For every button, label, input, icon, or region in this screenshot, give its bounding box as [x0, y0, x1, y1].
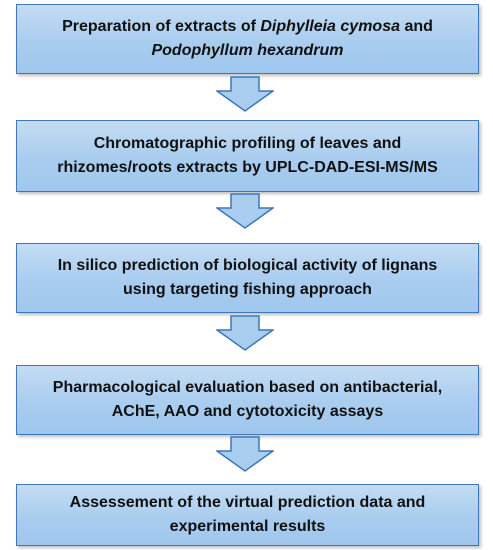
- step-text-run: experimental results: [169, 518, 326, 535]
- step-text-line: rhizomes/roots extracts by UPLC-DAD-ESI-…: [57, 156, 438, 180]
- down-arrow-icon-shape: [216, 436, 274, 472]
- step-text-run: rhizomes/roots extracts by UPLC-DAD-ESI-…: [57, 159, 438, 176]
- step-text-1: Preparation of extracts of Diphylleia cy…: [48, 15, 447, 63]
- step-text-line: AChE, AAO and cytotoxicity assays: [53, 400, 442, 424]
- down-arrow-icon-shape: [216, 193, 274, 229]
- step-text-line: Assessement of the virtual prediction da…: [70, 491, 426, 515]
- down-arrow-icon-shape: [216, 315, 274, 351]
- step-text-line: Pharmacological evaluation based on anti…: [53, 376, 442, 400]
- step-text-italic-run: Podophyllum hexandrum: [151, 42, 344, 59]
- step-text-run: AChE, AAO and cytotoxicity assays: [111, 403, 384, 420]
- step-text-italic-run: Diphylleia cymosa: [260, 18, 400, 35]
- step-text-line: Preparation of extracts of Diphylleia cy…: [62, 15, 433, 39]
- step-text-line: using targeting fishing approach: [58, 278, 438, 302]
- step-text-line: Podophyllum hexandrum: [62, 39, 433, 63]
- step-text-2: Chromatographic profiling of leaves and r…: [43, 132, 452, 180]
- down-arrow-icon: [216, 193, 274, 229]
- step-text-line: In silico prediction of biological activ…: [58, 254, 438, 278]
- step-text-run: Pharmacological evaluation based on anti…: [52, 379, 443, 396]
- step-box-2: Chromatographic profiling of leaves and r…: [16, 120, 479, 192]
- step-text-run: and: [400, 18, 433, 35]
- down-arrow-icon-shape: [216, 76, 274, 112]
- step-text-3: In silico prediction of biological activ…: [44, 254, 452, 302]
- down-arrow-icon: [216, 76, 274, 112]
- step-text-line: Chromatographic profiling of leaves and: [57, 132, 438, 156]
- step-text-run: Chromatographic profiling of leaves and: [93, 135, 402, 152]
- step-text-run: In silico prediction of biological activ…: [57, 257, 438, 274]
- step-text-line: experimental results: [70, 515, 426, 539]
- step-text-5: Assessement of the virtual prediction da…: [56, 491, 440, 539]
- down-arrow-icon: [216, 436, 274, 472]
- down-arrow-icon: [216, 315, 274, 351]
- step-box-4: Pharmacological evaluation based on anti…: [16, 365, 479, 435]
- step-text-run: using targeting fishing approach: [123, 281, 372, 298]
- step-text-run: Assessement of the virtual prediction da…: [69, 494, 426, 511]
- step-text-run: Preparation of extracts of: [62, 18, 261, 35]
- step-box-1: Preparation of extracts of Diphylleia cy…: [16, 4, 479, 74]
- step-box-5: Assessement of the virtual prediction da…: [16, 484, 479, 546]
- step-text-4: Pharmacological evaluation based on anti…: [39, 376, 456, 424]
- step-box-3: In silico prediction of biological activ…: [16, 243, 479, 313]
